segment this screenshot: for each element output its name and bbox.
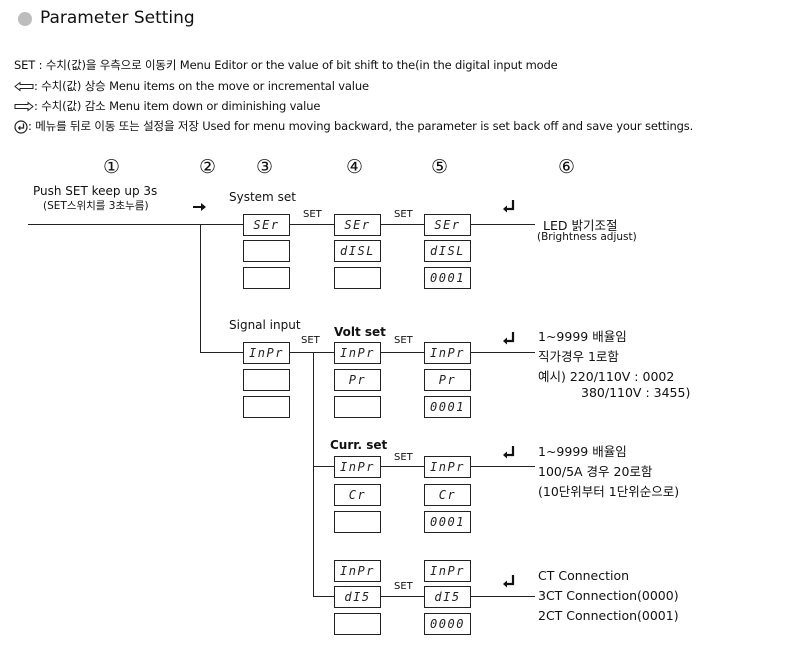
curr-note-2: 100/5A 경우 20로함 — [538, 464, 653, 479]
curr-link-45 — [381, 466, 424, 467]
ct-note-3: 2CT Connection(0001) — [538, 608, 679, 623]
curr-set-label: Curr. set — [330, 438, 388, 452]
branch-line — [200, 224, 201, 352]
ct-col5-box-2: dI5 — [424, 586, 471, 608]
system-col3-box-1: SEr — [243, 214, 290, 236]
volt-link-45 — [381, 352, 424, 353]
step-4: ④ — [346, 156, 364, 178]
step-1: ① — [103, 156, 121, 178]
volt-set-label: Volt set — [334, 325, 386, 339]
system-col5-box-1: SEr — [424, 214, 471, 236]
ct-col4-box-2: dI5 — [334, 586, 381, 608]
volt-col4-box-1: InPr — [334, 342, 381, 364]
instruction-text: : 수치(값)을 우측으로 이동키 Menu Editor or the val… — [35, 58, 558, 72]
curr-col4-box-2: Cr — [334, 484, 381, 506]
ct-col4-box-1: InPr — [334, 560, 381, 582]
curr-col5-box-3: 0001 — [424, 511, 471, 533]
volt-note-4: 380/110V : 3455) — [581, 385, 691, 400]
ct-link-45 — [381, 596, 424, 597]
push-set-sublabel: (SET스위치를 3초누름) — [43, 200, 149, 212]
instruction-text: : 수치(값) 감소 Menu item down or diminishing… — [34, 99, 321, 113]
volt-out-line — [471, 352, 535, 353]
step-2: ② — [199, 156, 217, 178]
volt-note-2: 직가경우 1로함 — [538, 349, 619, 364]
instruction-set: SET : 수치(값)을 우측으로 이동키 Menu Editor or the… — [14, 57, 558, 73]
signal-input-label: Signal input — [229, 318, 301, 332]
signal-line — [200, 352, 243, 353]
ct-note-2: 3CT Connection(0000) — [538, 588, 679, 603]
set-label: SET — [301, 335, 320, 346]
title-bullet-icon — [18, 12, 32, 26]
enter-icon — [502, 574, 516, 588]
system-col5-box-2: dISL — [424, 240, 471, 262]
curr-col4-box-1: InPr — [334, 456, 381, 478]
curr-col5-box-2: Cr — [424, 484, 471, 506]
page-title: Parameter Setting — [40, 8, 195, 28]
set-label: SET — [394, 335, 413, 346]
instruction-enter: : 메뉴를 뒤로 이동 또는 설정을 저장 Used for menu movi… — [14, 118, 693, 134]
volt-note-3: 예시) 220/110V : 0002 — [538, 369, 675, 384]
volt-col4-box-2: Pr — [334, 369, 381, 391]
step-6: ⑥ — [558, 156, 576, 178]
volt-col5-box-2: Pr — [424, 369, 471, 391]
set-label: SET — [394, 209, 413, 220]
instruction-text: : 메뉴를 뒤로 이동 또는 설정을 저장 Used for menu movi… — [28, 119, 694, 133]
step-3: ③ — [256, 156, 274, 178]
curr-note-1: 1~9999 배율임 — [538, 444, 627, 459]
set-label: SET — [394, 452, 413, 463]
set-label: SET — [394, 581, 413, 592]
ct-col5-box-3: 0000 — [424, 613, 471, 635]
set-key-label: SET — [14, 58, 36, 72]
main-line — [28, 224, 243, 225]
volt-col5-box-3: 0001 — [424, 396, 471, 418]
system-col4-box-2: dISL — [334, 240, 381, 262]
ct-col4-box-3 — [334, 613, 381, 635]
enter-circle-icon — [14, 119, 28, 134]
ct-note-1: CT Connection — [538, 568, 630, 583]
step-5: ⑤ — [431, 156, 449, 178]
curr-branch — [313, 466, 334, 467]
set-label: SET — [303, 209, 322, 220]
enter-icon — [502, 331, 516, 345]
system-set-label: System set — [229, 190, 296, 204]
instruction-up: : 수치(값) 상승 Menu items on the move or inc… — [14, 78, 369, 94]
curr-out-line — [471, 466, 535, 467]
signal-col3-box-2 — [243, 369, 290, 391]
right-arrow-icon — [14, 101, 34, 112]
volt-col5-box-1: InPr — [424, 342, 471, 364]
ct-branch — [313, 596, 334, 597]
instruction-text: : 수치(값) 상승 Menu items on the move or inc… — [34, 79, 369, 93]
system-out-line — [471, 224, 535, 225]
volt-col4-box-3 — [334, 396, 381, 418]
system-col5-box-3: 0001 — [424, 267, 471, 289]
ct-col5-box-1: InPr — [424, 560, 471, 582]
push-set-label: Push SET keep up 3s — [33, 184, 158, 198]
curr-col5-box-1: InPr — [424, 456, 471, 478]
curr-note-3: (10단위부터 1단위순으로) — [538, 484, 680, 499]
signal-link-34 — [290, 352, 334, 353]
system-link-34 — [290, 224, 334, 225]
system-note-2: (Brightness adjust) — [537, 231, 637, 243]
system-note-1: LED 밝기조절 — [543, 218, 618, 233]
volt-note-1: 1~9999 배율임 — [538, 329, 627, 344]
enter-icon — [502, 445, 516, 459]
ct-out-line — [471, 596, 535, 597]
instruction-down: : 수치(값) 감소 Menu item down or diminishing… — [14, 98, 320, 114]
left-arrow-icon — [14, 81, 34, 92]
signal-branch-line — [313, 352, 314, 596]
system-col3-box-3 — [243, 267, 290, 289]
right-arrow-icon — [193, 202, 207, 212]
curr-col4-box-3 — [334, 511, 381, 533]
system-col3-box-2 — [243, 240, 290, 262]
system-col4-box-3 — [334, 267, 381, 289]
enter-icon — [502, 199, 516, 213]
signal-col3-box-1: InPr — [243, 342, 290, 364]
system-link-45 — [381, 224, 424, 225]
signal-col3-box-3 — [243, 396, 290, 418]
system-col4-box-1: SEr — [334, 214, 381, 236]
